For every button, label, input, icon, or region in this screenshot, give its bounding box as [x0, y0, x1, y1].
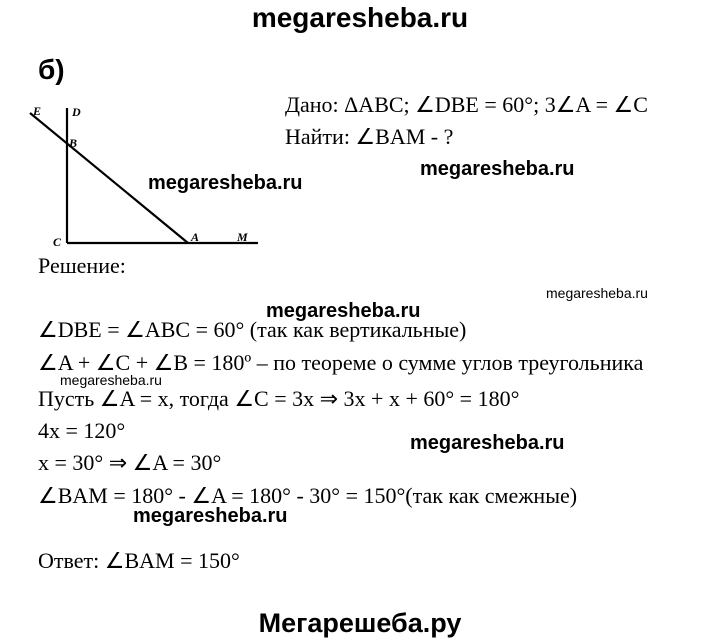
solution-line-6: ∠BAM = 180° - ∠A = 180° - 30° = 150°(так…: [38, 483, 578, 508]
solution-line-2: ∠A + ∠C + ∠B = 180º – по теореме о сумме…: [38, 350, 644, 375]
given-line: Дано: ΔABC; ∠DBE = 60°; 3∠A = ∠C: [285, 92, 648, 117]
point-label-m: M: [236, 230, 248, 244]
watermark: megaresheba.ru: [266, 300, 421, 322]
point-label-b: B: [68, 136, 77, 150]
watermark: megaresheba.ru: [60, 372, 162, 388]
solution-line-5: x = 30° ⇒ ∠A = 30°: [38, 450, 222, 475]
footer-site-name: Мегарешеба.ру: [258, 608, 462, 638]
watermark: megaresheba.ru: [148, 172, 303, 194]
watermark: megaresheba.ru: [410, 432, 565, 454]
header-site-name: megaresheba.ru: [251, 2, 469, 33]
watermark: megaresheba.ru: [546, 285, 648, 301]
solution-line-4: 4x = 120°: [38, 418, 126, 443]
point-label-a: A: [190, 230, 199, 244]
answer-line: Ответ: ∠BAM = 150°: [38, 548, 240, 573]
part-label: б): [38, 54, 65, 85]
point-label-c: C: [53, 235, 62, 249]
solution-line-3: Пусть ∠A = x, тогда ∠C = 3x ⇒ 3x + x + 6…: [38, 386, 520, 411]
watermark: megaresheba.ru: [133, 505, 288, 527]
watermark: megaresheba.ru: [420, 158, 575, 180]
point-label-d: D: [71, 105, 81, 119]
triangle-figure: E D B C A M: [29, 104, 258, 249]
point-label-e: E: [32, 104, 41, 118]
find-line: Найти: ∠BAM - ?: [285, 124, 454, 149]
solution-line-1: ∠DBE = ∠ABC = 60° (так как вертикальные): [38, 317, 467, 342]
solution-heading: Решение:: [38, 253, 126, 278]
segment-ea: [29, 112, 189, 244]
